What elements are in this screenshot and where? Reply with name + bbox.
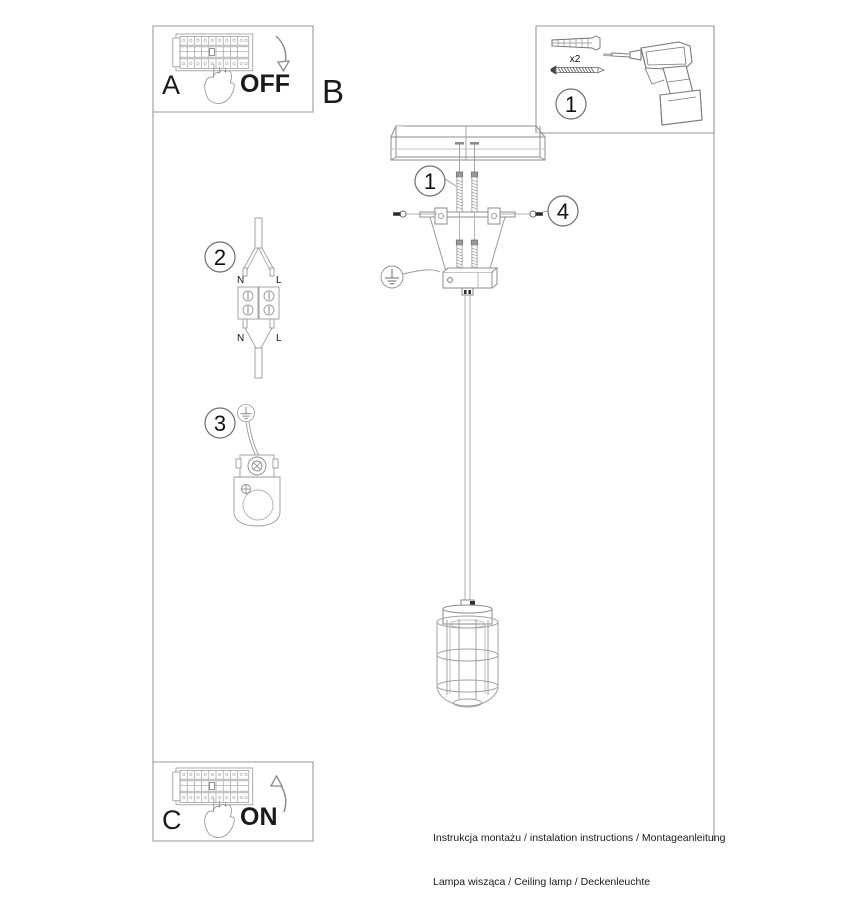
- step-3-group: 3: [204, 404, 281, 527]
- step-1-parts-callout: 1: [555, 88, 587, 120]
- svg-text:2: 2: [214, 245, 226, 270]
- caption-line-1: Instrukcja montażu / instalation instruc…: [433, 832, 726, 844]
- ceiling-slab-icon: [390, 125, 546, 161]
- svg-text:3: 3: [214, 411, 226, 436]
- arrow-down-curved-icon: [275, 35, 291, 73]
- panel-a: [152, 25, 314, 113]
- cage-pendant-lamp-icon: [436, 599, 499, 708]
- svg-text:1: 1: [565, 92, 577, 117]
- step-2-callout: 2: [204, 241, 236, 273]
- panel-c: [152, 761, 314, 842]
- step-3-callout: 3: [204, 407, 236, 439]
- step-4-callout: 4: [542, 195, 579, 227]
- canopy-earth-icon: [380, 265, 441, 289]
- ceiling-screw-heads: [455, 142, 479, 175]
- ceiling-anchor-screws: [455, 171, 479, 219]
- circuit-breaker-panel-icon-c: [172, 767, 254, 806]
- screw-icon: [550, 65, 605, 75]
- wire-label-l-top: L: [276, 275, 282, 286]
- panel-a-letter: A: [162, 70, 181, 100]
- wire-label-l-bottom: L: [276, 333, 282, 344]
- earth-ground-icon: [237, 404, 255, 422]
- quantity-label: x2: [570, 54, 581, 65]
- panel-c-letter: C: [162, 805, 182, 835]
- earth-wire: [245, 421, 260, 457]
- wire-label-n-top: N: [237, 275, 244, 286]
- panel-c-state: ON: [240, 803, 278, 831]
- suspension-cable-icon: [464, 295, 471, 605]
- bracket-setscrew-right: [529, 210, 544, 218]
- junction-box-icon: [442, 267, 499, 296]
- step-2-group: 2: [204, 217, 282, 379]
- svg-text:4: 4: [557, 199, 569, 224]
- bracket-setscrew-left: [392, 210, 407, 218]
- assembly-diagram: x2 1: [152, 25, 715, 842]
- caption-line-2: Lampa wisząca / Ceiling lamp / Deckenleu…: [433, 875, 651, 888]
- mounting-bracket-icon: [419, 207, 516, 225]
- instruction-sheet: x2 1: [152, 25, 725, 888]
- document-caption: Instrukcja montażu / instalation instruc…: [433, 802, 725, 918]
- circuit-breaker-panel-icon: [172, 33, 254, 72]
- wire-label-n-bottom: N: [237, 333, 244, 344]
- canopy-cone-icon: [429, 216, 506, 276]
- sheet-frame: [152, 26, 715, 841]
- bracket-fixing-screws: [455, 212, 479, 287]
- arrow-up-curved-icon: [269, 774, 287, 813]
- power-drill-icon: [603, 41, 703, 126]
- panel-b-letter: B: [322, 73, 344, 110]
- panel-a-state: OFF: [240, 70, 290, 98]
- terminal-block-icon: [237, 217, 280, 379]
- lampholder-icon: [233, 454, 281, 527]
- panel-parts: x2 1: [535, 25, 715, 134]
- svg-text:1: 1: [424, 169, 436, 194]
- step-1-callout: 1: [414, 165, 457, 197]
